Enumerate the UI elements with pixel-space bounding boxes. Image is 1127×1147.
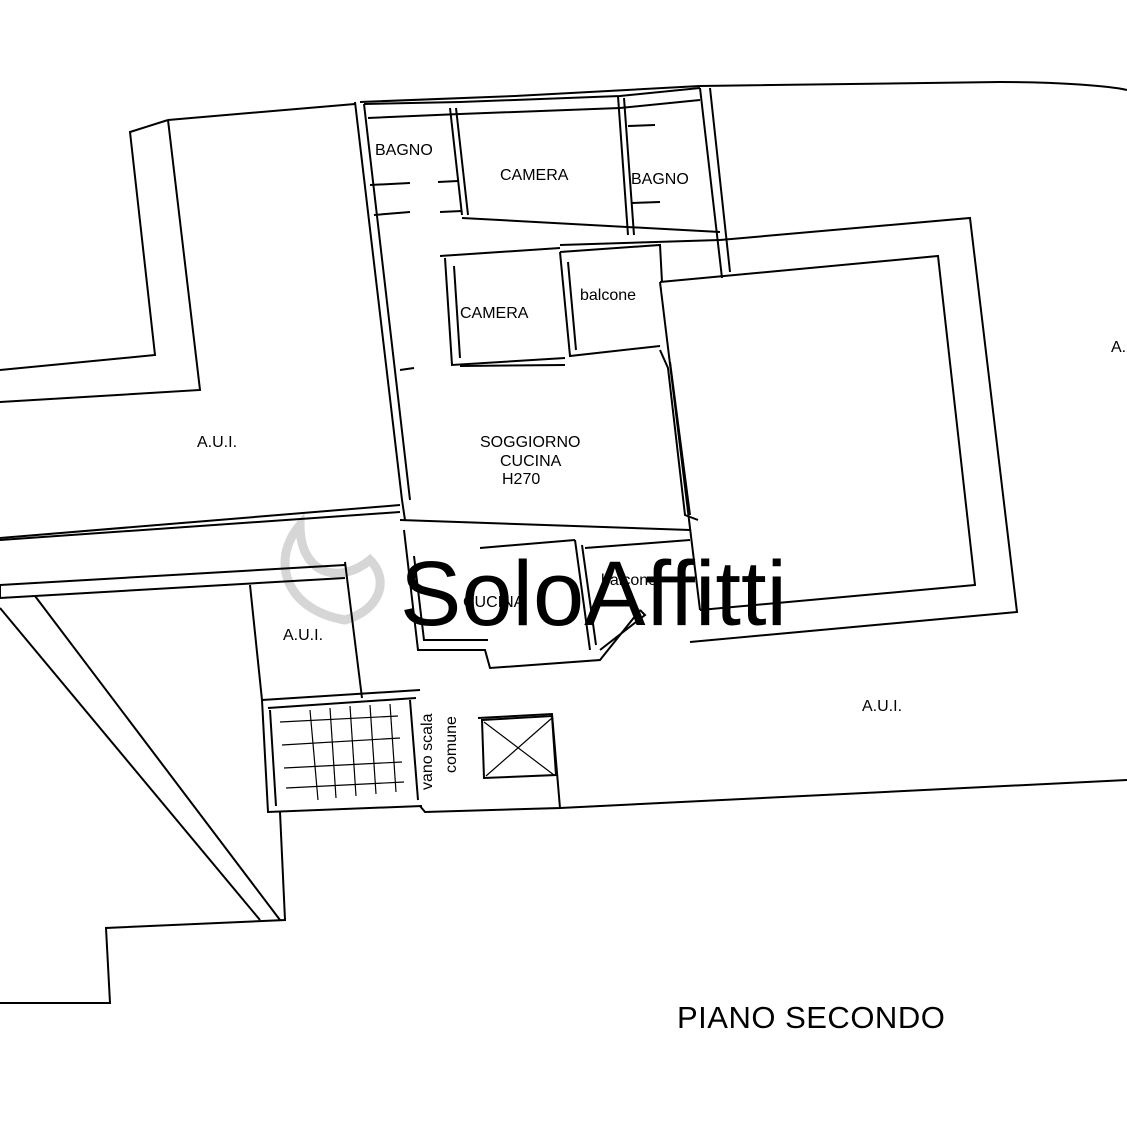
room-label-bagno: BAGNO xyxy=(375,142,433,159)
neighbor-label-right-edge: A. xyxy=(1111,339,1126,356)
room-label-soggiorno: SOGGIORNO xyxy=(480,434,580,451)
room-label-comune: comune xyxy=(443,716,460,773)
stairwell xyxy=(261,689,562,814)
neighbor-label-bottom-right: A.U.I. xyxy=(862,698,902,715)
room-label-cucina: CUCINA xyxy=(463,594,525,611)
neighbor-label-middle: A.U.I. xyxy=(283,627,323,644)
room-labels: BAGNO CAMERA BAGNO CAMERA balcone SOGGIO… xyxy=(375,142,689,790)
room-label-camera: CAMERA xyxy=(500,167,569,184)
neighbor-labels: A.U.I. A.U.I. A.U.I. A. xyxy=(197,339,1126,715)
neighbor-label-left: A.U.I. xyxy=(197,434,237,451)
boundary-lines xyxy=(0,80,1127,1004)
apartment-walls xyxy=(363,87,721,670)
room-label-height: H270 xyxy=(502,471,540,488)
room-label-camera-2: CAMERA xyxy=(460,305,529,322)
room-label-balcone: balcone xyxy=(580,287,636,304)
room-label-soggiorno-cucina: CUCINA xyxy=(500,453,562,470)
room-label-balcone-2: balcone xyxy=(601,572,657,589)
room-label-vano-scala: vano scala xyxy=(419,713,436,790)
room-label-bagno-2: BAGNO xyxy=(631,171,689,188)
plan-title: PIANO SECONDO xyxy=(677,1000,945,1035)
watermark-leaf-icon xyxy=(280,512,385,625)
